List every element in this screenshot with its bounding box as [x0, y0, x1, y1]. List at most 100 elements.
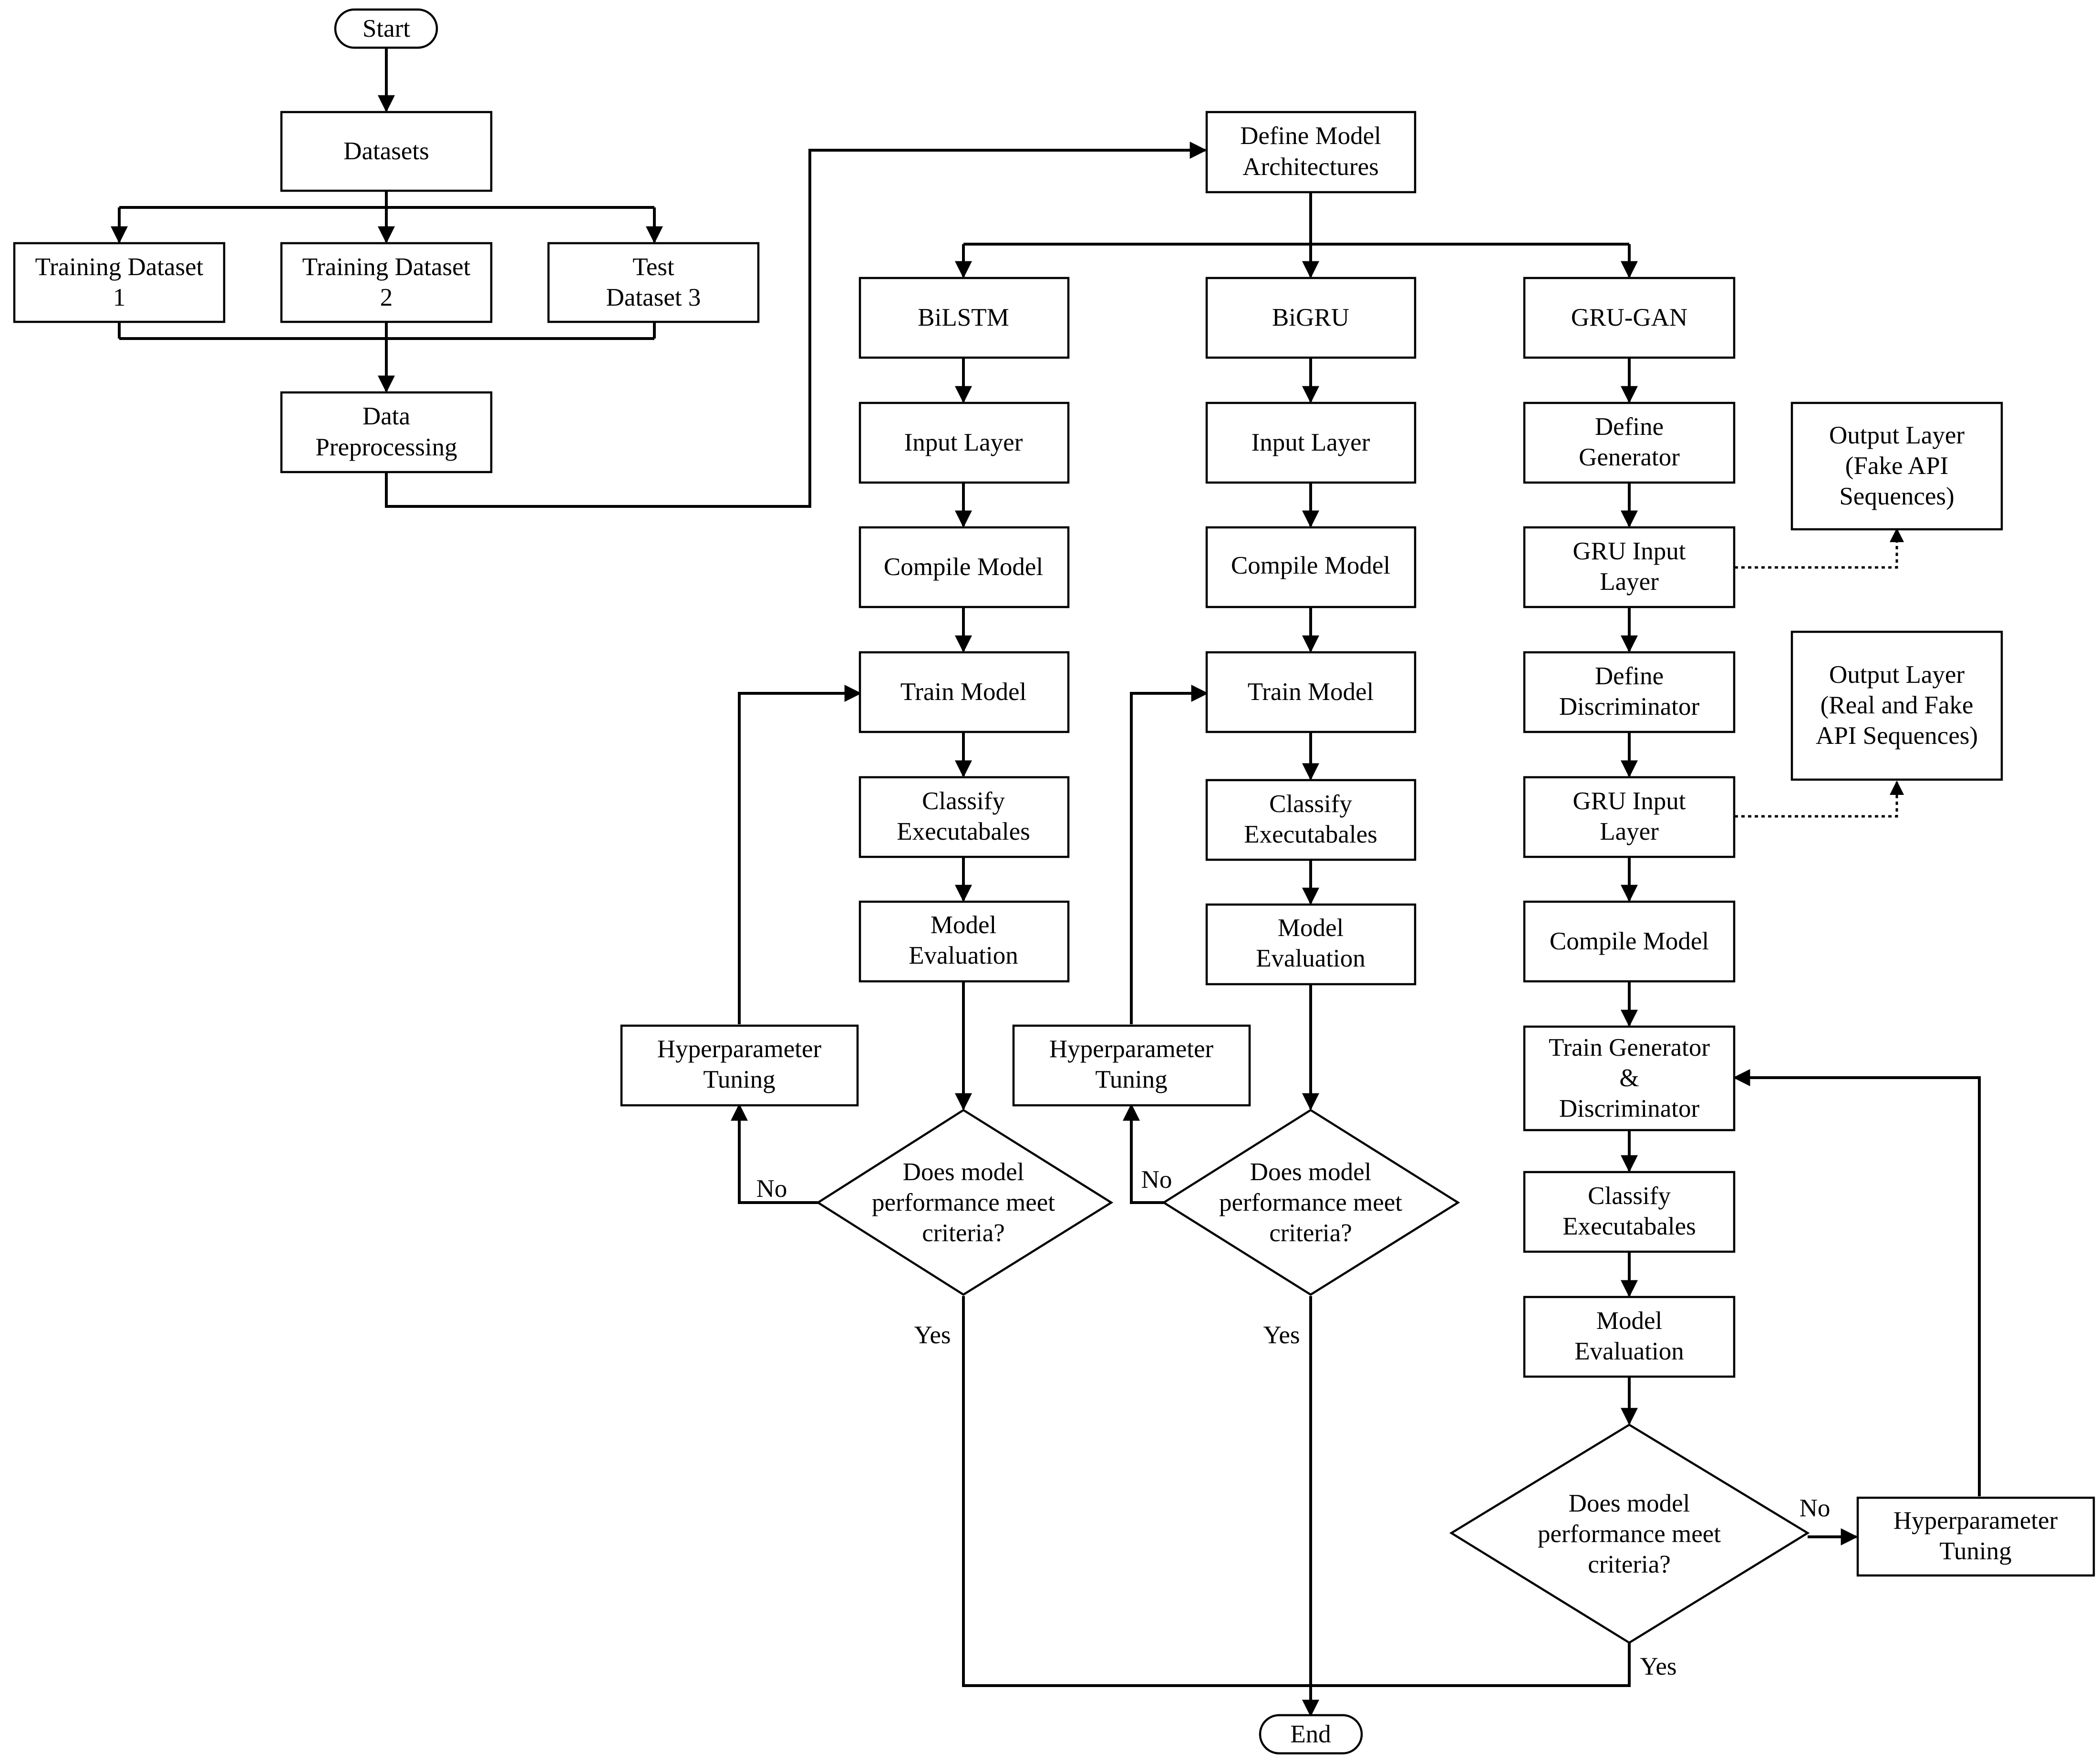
bigru-compile-model-label: Compile Model: [1231, 552, 1390, 579]
connector-bilstm-no: [731, 1103, 818, 1204]
bilstm-input-layer-label: Input Layer: [904, 429, 1023, 456]
test-dataset-3-line-2: Dataset 3: [606, 284, 701, 311]
grugan-output-real-fake-box: Output Layer (Real and Fake API Sequence…: [1790, 630, 2003, 781]
bigru-decision-line-3: criteria?: [1269, 1219, 1352, 1247]
training-dataset-2-box: Training Dataset 2: [280, 242, 493, 323]
bigru-evaluation-line-1: Model: [1278, 914, 1344, 942]
bigru-decision: Does model performance meet criteria?: [1161, 1109, 1460, 1296]
grugan-decision-line-2: performance meet: [1538, 1520, 1721, 1548]
bilstm-input-layer-box: Input Layer: [859, 401, 1070, 484]
grugan-output-fake-line-3: Sequences): [1839, 483, 1954, 510]
bilstm-decision-line-2: performance meet: [872, 1189, 1055, 1216]
grugan-output-fake-box: Output Layer (Fake API Sequences): [1790, 401, 2003, 531]
bilstm-no-label: No: [756, 1175, 787, 1203]
connector-gru-input-2-output: [1735, 781, 1904, 818]
data-preprocessing-box: Data Preprocessing: [280, 391, 493, 473]
grugan-decision-line-3: criteria?: [1588, 1551, 1671, 1578]
bilstm-decision: Does model performance meet criteria?: [816, 1109, 1114, 1296]
test-dataset-3-box: Test Dataset 3: [547, 242, 760, 323]
bigru-tuning-line-1: Hyperparameter: [1049, 1035, 1214, 1063]
bilstm-classify-line-1: Classify: [922, 787, 1005, 815]
grugan-label: GRU-GAN: [1571, 304, 1687, 331]
grugan-define-discriminator-line-2: Discriminator: [1559, 693, 1700, 720]
bigru-train-model-box: Train Model: [1205, 651, 1417, 733]
grugan-define-discriminator-box: Define Discriminator: [1523, 651, 1736, 733]
grugan-train-gen-disc-line-3: Discriminator: [1559, 1095, 1700, 1122]
bigru-label: BiGRU: [1272, 304, 1349, 331]
grugan-gru-input-1-line-1: GRU Input: [1572, 537, 1686, 565]
bigru-no-label: No: [1141, 1166, 1172, 1194]
bilstm-train-model-box: Train Model: [859, 651, 1070, 733]
training-dataset-2-line-1: Training Dataset: [302, 253, 471, 281]
bigru-decision-line-2: performance meet: [1219, 1189, 1402, 1216]
grugan-gru-input-1-line-2: Layer: [1600, 568, 1659, 596]
bigru-classify-line-1: Classify: [1269, 790, 1352, 818]
bilstm-classify-line-2: Executabales: [897, 818, 1030, 845]
start-label: Start: [362, 15, 410, 42]
grugan-evaluation-box: Model Evaluation: [1523, 1296, 1736, 1378]
bilstm-compile-model-box: Compile Model: [859, 526, 1070, 608]
connector-grugan-tuning-train: [1733, 1069, 1981, 1496]
training-dataset-2-line-2: 2: [380, 284, 393, 311]
bilstm-yes-label: Yes: [914, 1321, 951, 1349]
bilstm-evaluation-box: Model Evaluation: [859, 900, 1070, 983]
bigru-evaluation-box: Model Evaluation: [1205, 903, 1417, 986]
bigru-compile-model-box: Compile Model: [1205, 526, 1417, 608]
grugan-box: GRU-GAN: [1523, 277, 1736, 359]
grugan-gru-input-2-line-2: Layer: [1600, 818, 1659, 845]
grugan-compile-model-label: Compile Model: [1550, 927, 1709, 955]
bilstm-classify-box: Classify Executabales: [859, 776, 1070, 858]
test-dataset-3-line-1: Test: [632, 253, 674, 281]
training-dataset-1-line-2: 1: [113, 284, 126, 311]
connectors: [111, 48, 1981, 1717]
grugan-no-label: No: [1800, 1494, 1831, 1522]
grugan-evaluation-line-1: Model: [1596, 1307, 1662, 1335]
bilstm-box: BiLSTM: [859, 277, 1070, 359]
bilstm-tuning-line-2: Tuning: [703, 1066, 775, 1093]
bigru-evaluation-line-2: Evaluation: [1256, 945, 1366, 972]
grugan-train-gen-disc-box: Train Generator & Discriminator: [1523, 1025, 1736, 1132]
bigru-tuning-line-2: Tuning: [1095, 1066, 1167, 1093]
end-terminal: End: [1259, 1714, 1363, 1755]
connector-bigru-no: [1123, 1103, 1164, 1204]
grugan-decision: Does model performance meet criteria?: [1449, 1423, 1810, 1644]
grugan-classify-line-2: Executabales: [1562, 1213, 1696, 1240]
grugan-define-generator-line-1: Define: [1595, 413, 1664, 441]
grugan-define-discriminator-line-1: Define: [1595, 662, 1664, 690]
grugan-classify-box: Classify Executabales: [1523, 1171, 1736, 1253]
bigru-tuning-box: Hyperparameter Tuning: [1012, 1024, 1251, 1107]
datasets-box: Datasets: [280, 111, 493, 192]
bilstm-compile-model-label: Compile Model: [884, 553, 1043, 581]
grugan-classify-line-1: Classify: [1588, 1182, 1671, 1210]
bigru-yes-label: Yes: [1263, 1321, 1300, 1349]
start-terminal: Start: [334, 8, 438, 49]
grugan-compile-model-box: Compile Model: [1523, 900, 1736, 983]
bilstm-tuning-box: Hyperparameter Tuning: [620, 1024, 859, 1107]
grugan-train-gen-disc-line-1: Train Generator: [1549, 1034, 1710, 1061]
bigru-train-model-label: Train Model: [1248, 678, 1374, 706]
connector-bilstm-yes: [962, 1296, 1311, 1687]
bilstm-train-model-label: Train Model: [900, 678, 1027, 706]
bigru-input-layer-box: Input Layer: [1205, 401, 1417, 484]
grugan-output-real-fake-line-2: (Real and Fake: [1821, 691, 1974, 719]
data-preprocessing-line-1: Data: [362, 402, 410, 430]
grugan-gru-input-2-box: GRU Input Layer: [1523, 776, 1736, 858]
grugan-tuning-box: Hyperparameter Tuning: [1856, 1496, 2095, 1577]
bilstm-evaluation-line-1: Model: [931, 911, 996, 939]
bilstm-evaluation-line-2: Evaluation: [909, 942, 1018, 969]
training-dataset-1-box: Training Dataset 1: [13, 242, 226, 323]
bilstm-tuning-line-1: Hyperparameter: [657, 1035, 822, 1063]
grugan-gru-input-1-box: GRU Input Layer: [1523, 526, 1736, 608]
connector-bigru-tuning-train: [1130, 685, 1209, 1024]
connector-bilstm-tuning-train: [738, 685, 862, 1024]
grugan-output-fake-line-1: Output Layer: [1829, 422, 1965, 449]
datasets-label: Datasets: [343, 137, 429, 165]
grugan-evaluation-line-2: Evaluation: [1574, 1338, 1684, 1365]
grugan-define-generator-box: Define Generator: [1523, 401, 1736, 484]
grugan-decision-line-1: Does model: [1569, 1490, 1690, 1517]
connector-gru-input-1-output: [1735, 528, 1904, 569]
bigru-classify-line-2: Executabales: [1244, 821, 1377, 848]
grugan-output-fake-line-2: (Fake API: [1845, 452, 1948, 480]
connector-preprocessing-define: [385, 142, 1207, 508]
grugan-train-gen-disc-line-2: &: [1619, 1064, 1639, 1092]
